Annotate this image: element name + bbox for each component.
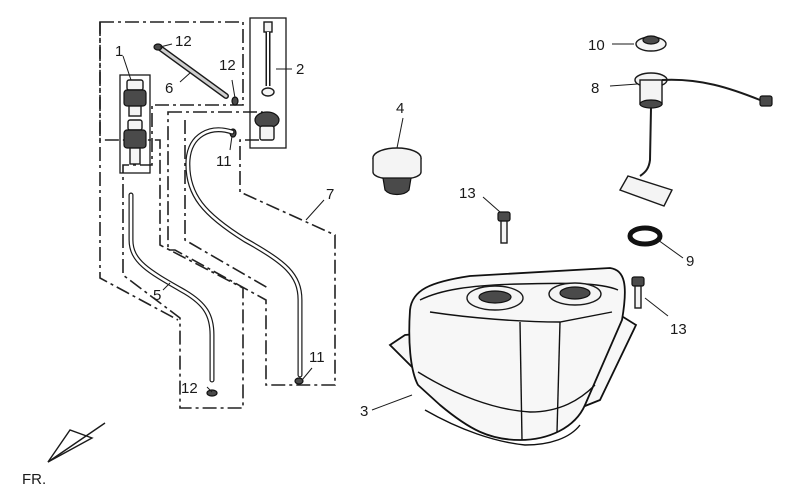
callout-11-lower: 11 <box>309 349 325 366</box>
hose-group-boundary-inner <box>184 120 269 289</box>
hose-group-boundary-left <box>99 21 244 409</box>
part-11-clamp-bottom <box>294 377 304 385</box>
callout-9: 9 <box>686 253 694 270</box>
part-1-box <box>119 74 151 174</box>
part-2-box <box>249 17 287 149</box>
callout-11-upper: 11 <box>216 153 232 170</box>
part-5-hose <box>128 192 215 383</box>
part-13-bolt-lower <box>631 276 645 309</box>
part-4-filler-cap <box>372 147 422 196</box>
front-direction-label: FR. <box>22 471 46 488</box>
callout-3: 3 <box>360 403 368 420</box>
callout-12-mid: 12 <box>219 57 236 74</box>
callout-2: 2 <box>296 61 304 78</box>
part-13-bolt-upper <box>497 211 511 244</box>
part-3-fuel-tank <box>388 267 638 446</box>
callout-12-bottom: 12 <box>181 380 198 397</box>
callout-1: 1 <box>115 43 123 60</box>
front-direction-arrow-icon <box>47 422 106 463</box>
callout-8: 8 <box>591 80 599 97</box>
callout-12-top: 12 <box>175 33 192 50</box>
part-1-fitting <box>123 79 147 165</box>
callout-4: 4 <box>396 100 404 117</box>
callout-10: 10 <box>588 37 605 54</box>
part-9-seal-ring <box>627 225 663 247</box>
callout-13-lower: 13 <box>670 321 687 338</box>
part-12-clamp-mid <box>231 96 239 106</box>
part-8-fuel-sender <box>618 72 773 207</box>
hose-group-boundary-right <box>167 111 336 386</box>
callout-5: 5 <box>153 287 161 304</box>
callout-7: 7 <box>326 186 334 203</box>
part-2-bolt-assembly <box>254 21 280 141</box>
hose-group-boundary-outer <box>99 22 179 321</box>
callout-13-upper: 13 <box>459 185 476 202</box>
callout-6: 6 <box>165 80 173 97</box>
part-12-clamp-bottom <box>206 389 218 397</box>
part-10-cap <box>635 35 667 52</box>
part-7-hose <box>185 127 303 378</box>
